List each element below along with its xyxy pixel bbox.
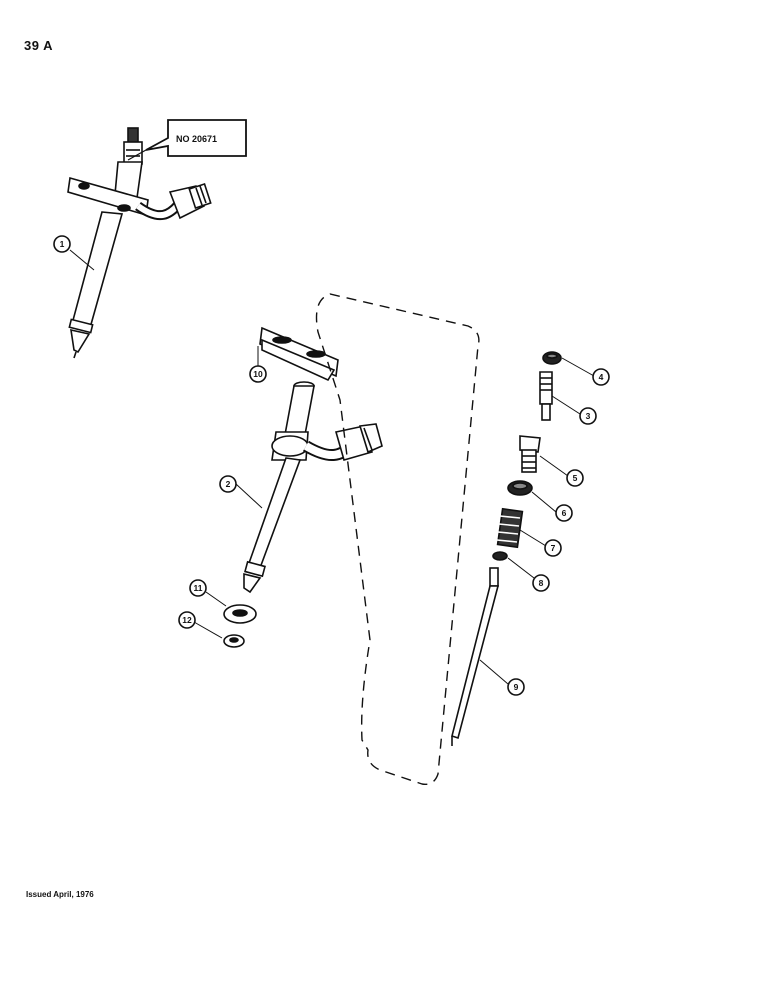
ref-bubble-11: 11 <box>189 579 207 597</box>
reference-bubbles: 1 2 3 4 5 6 7 8 <box>53 235 610 696</box>
dashed-kit-outline <box>315 293 480 785</box>
svg-text:3: 3 <box>586 411 591 421</box>
svg-text:12: 12 <box>182 615 192 625</box>
ref-bubble-12: 12 <box>178 611 196 629</box>
svg-text:8: 8 <box>539 578 544 588</box>
ref-bubble-10: 10 <box>249 365 267 383</box>
part-number-callout: NO 20671 <box>127 119 247 161</box>
ref-bubble-2: 2 <box>219 475 237 493</box>
svg-text:4: 4 <box>599 372 604 382</box>
ref-bubble-3: 3 <box>579 407 597 425</box>
svg-text:9: 9 <box>514 682 519 692</box>
svg-text:2: 2 <box>226 479 231 489</box>
injector-body <box>243 326 383 594</box>
leader-lines <box>69 249 595 685</box>
svg-text:10: 10 <box>253 369 263 379</box>
svg-text:11: 11 <box>194 583 203 593</box>
ref-bubble-9: 9 <box>507 678 525 696</box>
issued-date: Issued April, 1976 <box>26 890 94 899</box>
svg-text:5: 5 <box>573 473 578 483</box>
washer-11 <box>223 604 257 624</box>
ref-bubble-7: 7 <box>544 539 562 557</box>
svg-text:1: 1 <box>60 239 65 249</box>
assembled-injector <box>67 127 212 359</box>
ref-bubble-8: 8 <box>532 574 550 592</box>
seal-12 <box>223 634 245 648</box>
ref-bubble-6: 6 <box>555 504 573 522</box>
svg-text:7: 7 <box>551 543 556 553</box>
callout-text: NO 20671 <box>176 134 217 144</box>
ref-bubble-1: 1 <box>53 235 71 253</box>
ref-bubble-5: 5 <box>566 469 584 487</box>
ref-bubble-4: 4 <box>592 368 610 386</box>
inner-parts <box>451 351 562 746</box>
svg-text:6: 6 <box>562 508 567 518</box>
page-number: 39 A <box>24 38 53 53</box>
